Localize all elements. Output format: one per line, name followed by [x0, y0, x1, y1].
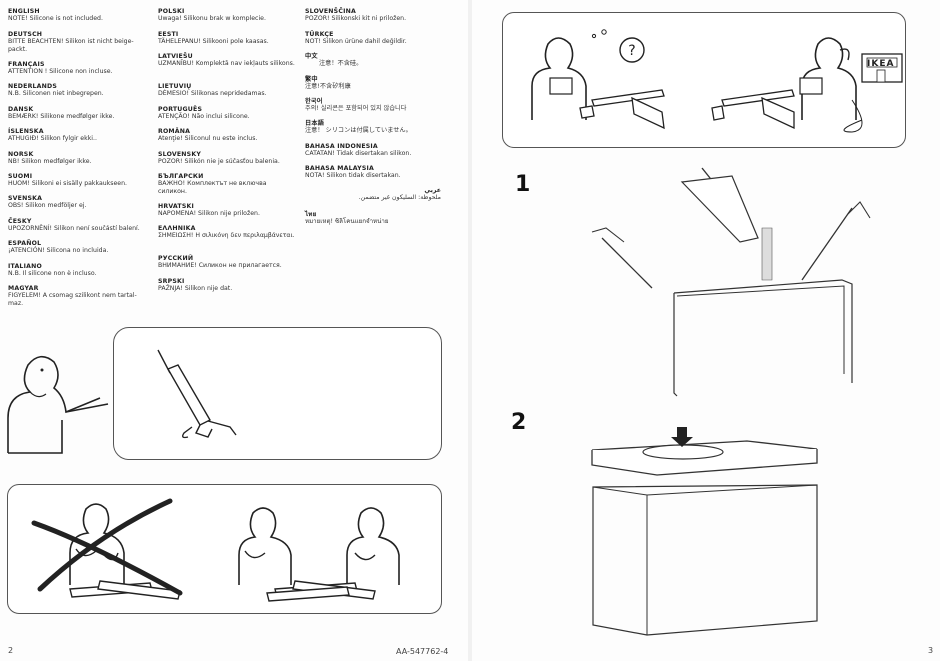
- right-page: ? IKEA 1 2 3: [472, 0, 940, 661]
- caulking-gun-icon: [157, 349, 237, 439]
- step-1-silicone-cabinet-illustration: [591, 167, 871, 397]
- speech-bubble-silicone: [113, 327, 442, 460]
- lang-chinese: 中文注意！不含硅。: [305, 53, 363, 68]
- question-mark: ?: [628, 43, 635, 59]
- ask-ikea-panel: [502, 12, 906, 148]
- step-2-sink-cabinet-illustration: [591, 427, 818, 636]
- lang-japanese: 日本語注意！ シリコンは付属していません。: [305, 120, 412, 135]
- step-2-number: 2: [511, 410, 527, 435]
- phone-person-figure: [711, 37, 903, 133]
- confused-person-figure: ?: [531, 29, 665, 130]
- two-people-figure: [238, 507, 400, 602]
- right-page-number: 3: [928, 646, 934, 655]
- left-page-number: 2: [8, 646, 14, 655]
- man-pointing-figure: [7, 355, 109, 454]
- lang-traditional-chinese: 繁中注意!不含矽利康: [305, 76, 351, 91]
- page-gutter: [468, 0, 472, 661]
- lang-thai: ไทยหมายเหตุ! ซิลิโคนแยกจำหน่าย: [305, 211, 389, 226]
- document-code: AA-547762-4: [396, 647, 449, 656]
- one-person-crossed-out-figure: [31, 498, 183, 600]
- ikea-sign-logo: IKEA: [867, 59, 895, 69]
- lang-espanol: ESPAÑOL¡ATENCIÓN! Silicona no incluida.: [8, 240, 109, 255]
- step-1-number: 1: [515, 172, 531, 197]
